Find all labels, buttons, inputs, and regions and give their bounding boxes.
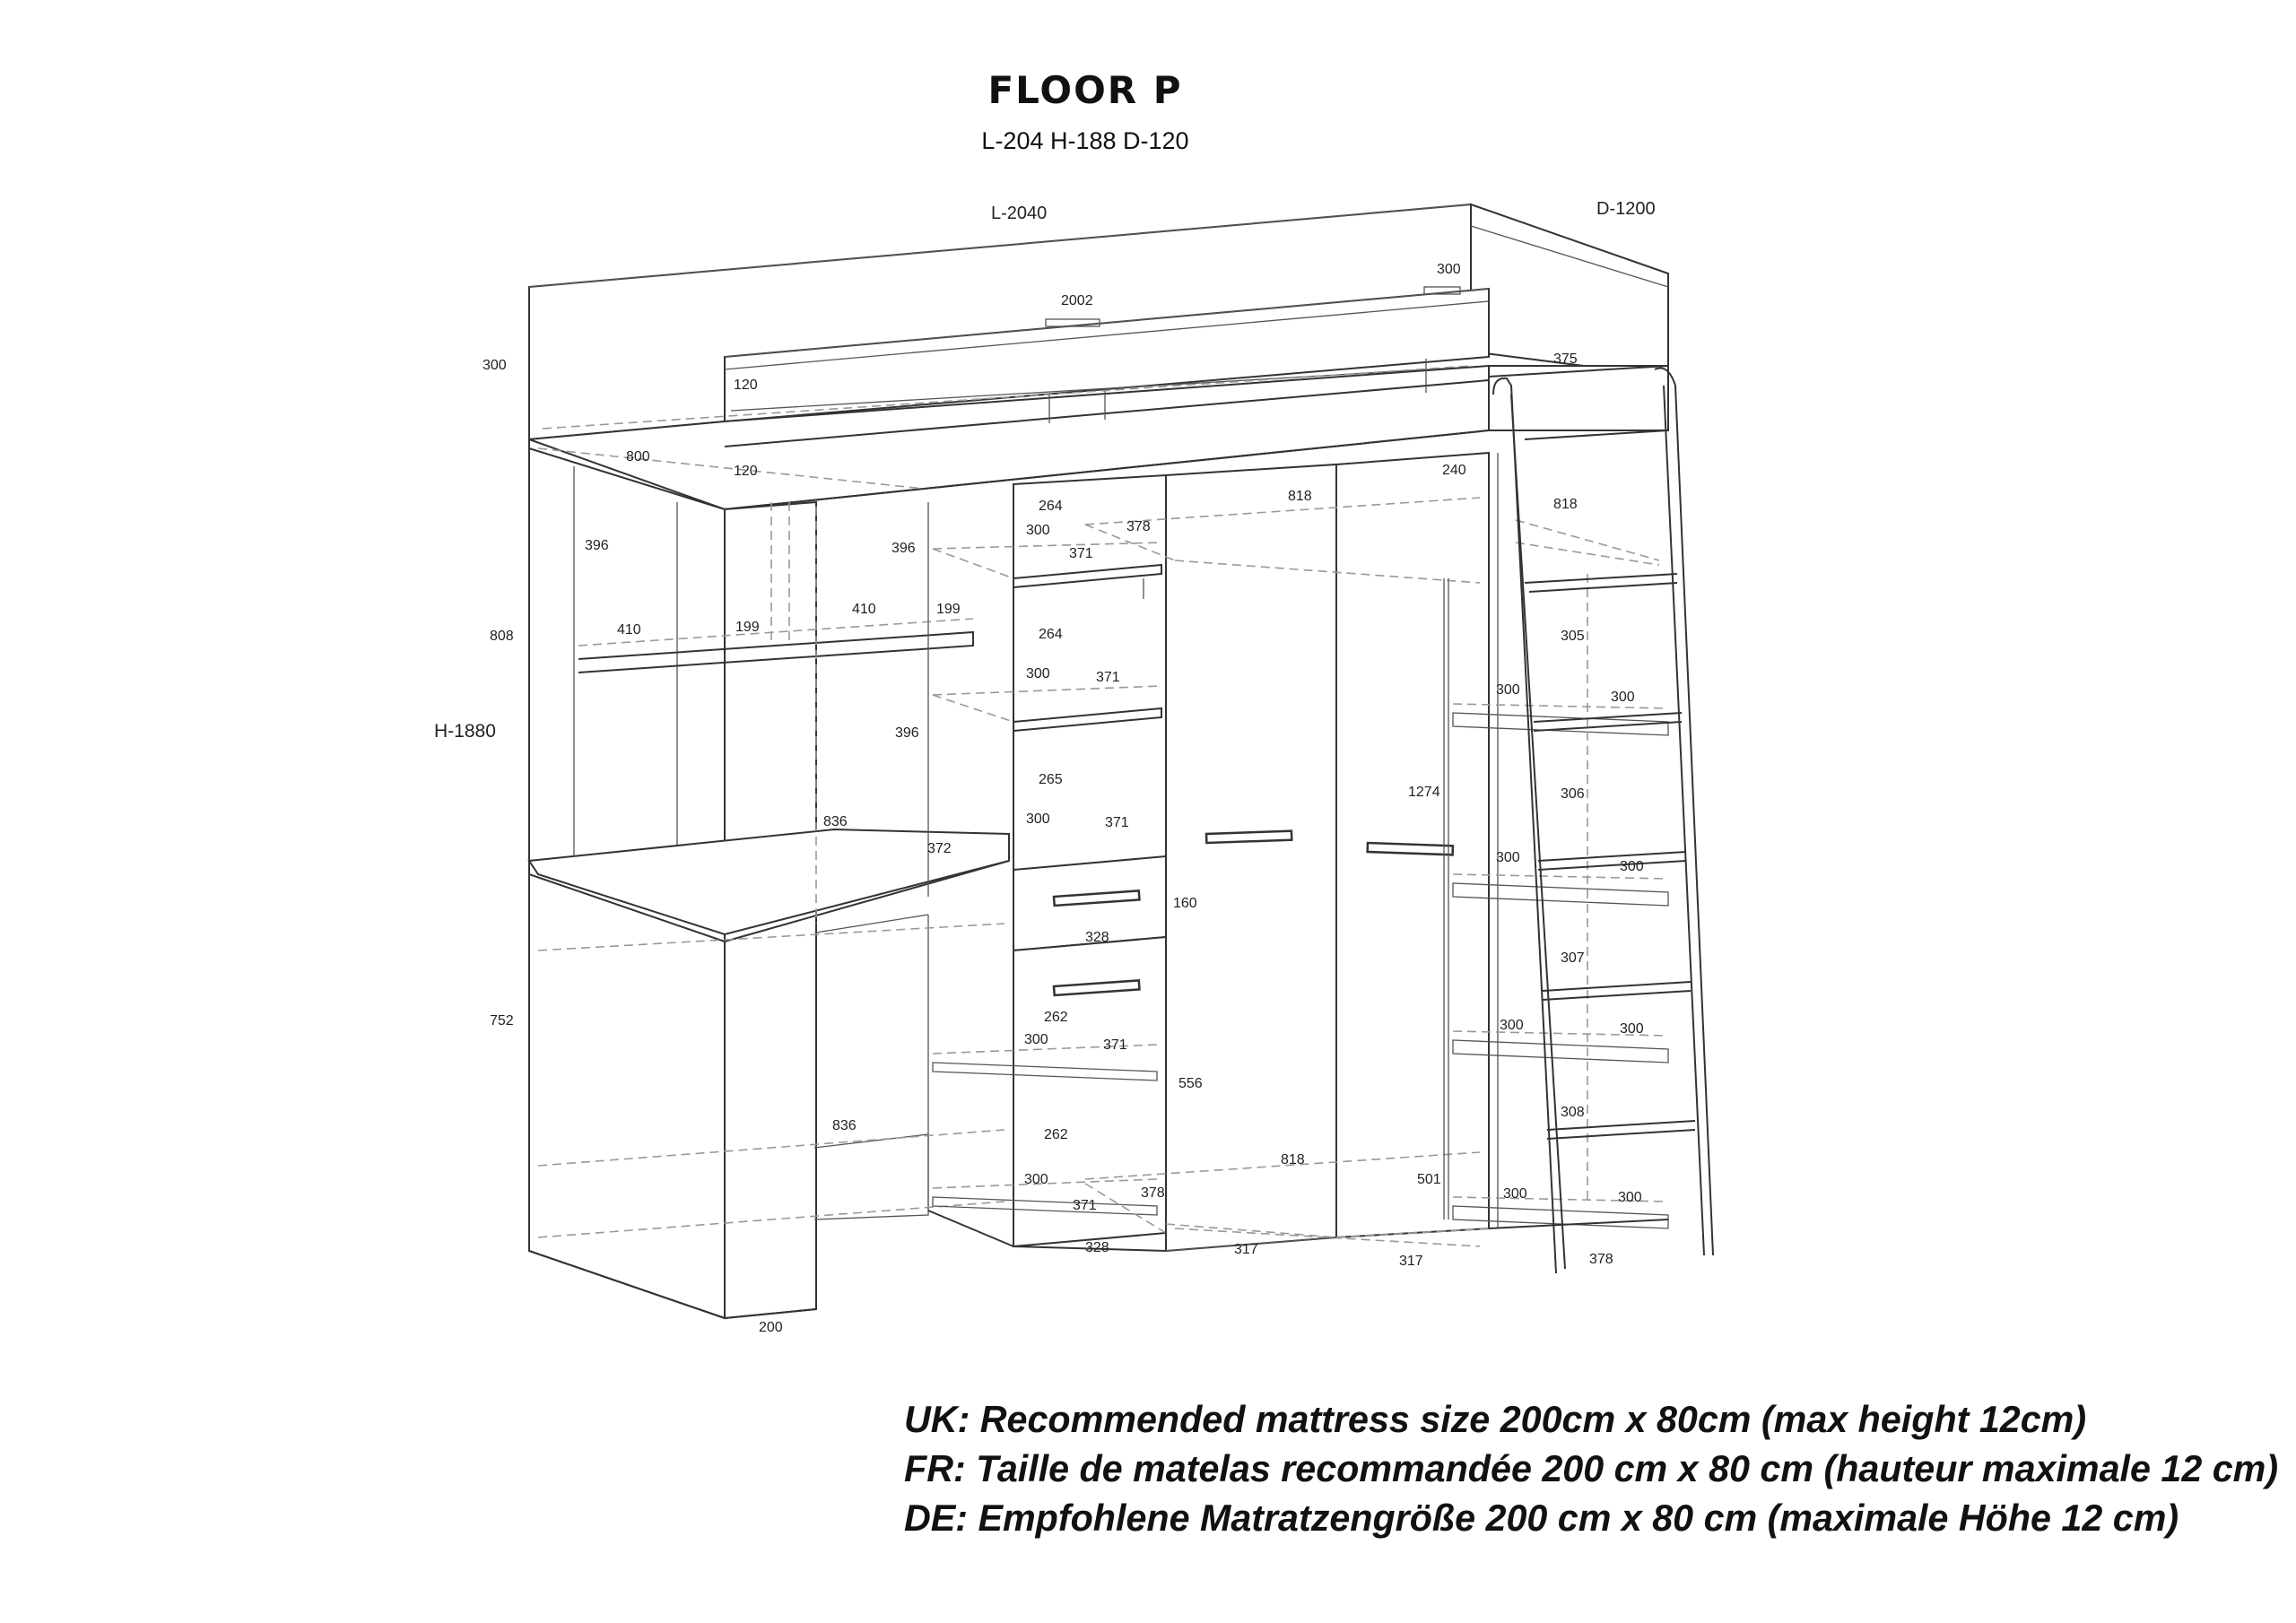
dim-label: 371 xyxy=(1096,670,1120,685)
dim-label: 300 xyxy=(1024,1172,1048,1187)
shelf-1 xyxy=(1013,563,1162,589)
door-handle-right xyxy=(1366,841,1455,856)
dim-label: 300 xyxy=(1500,1018,1524,1033)
dim-label: 308 xyxy=(1561,1105,1585,1120)
dim-label: 808 xyxy=(490,629,514,644)
dim-label: 317 xyxy=(1234,1242,1258,1257)
dim-label: 818 xyxy=(1288,489,1312,504)
wardrobe-unit xyxy=(1084,451,1490,1253)
dim-label: 396 xyxy=(895,725,919,741)
dim-label: 372 xyxy=(927,841,952,856)
dim-overall-height: H-1880 xyxy=(434,721,496,742)
dim-label: 264 xyxy=(1039,627,1063,642)
dim-label: 371 xyxy=(1105,815,1129,830)
dim-overall-depth: D-1200 xyxy=(1596,199,1656,219)
dim-label: 300 xyxy=(1437,262,1461,277)
dim-label: 240 xyxy=(1442,463,1466,478)
dim-label: 300 xyxy=(1026,523,1050,538)
dim-label: 371 xyxy=(1069,546,1093,561)
dim-label: 265 xyxy=(1039,772,1063,787)
dim-label: 2002 xyxy=(1061,293,1093,308)
dim-label: 300 xyxy=(1611,690,1635,705)
dim-label: 120 xyxy=(734,378,758,393)
dim-label: 501 xyxy=(1417,1172,1441,1187)
shelf-2 xyxy=(1013,707,1162,733)
left-desk-unit xyxy=(527,447,1010,1320)
dim-label: 200 xyxy=(759,1320,783,1335)
dim-label: 262 xyxy=(1044,1010,1068,1025)
dim-label: 410 xyxy=(852,602,876,617)
ladder-right-rail xyxy=(1654,367,1714,1256)
dim-label: 300 xyxy=(1620,1021,1644,1037)
dim-label: 300 xyxy=(1026,812,1050,827)
dim-label: 371 xyxy=(1103,1037,1127,1053)
ladder-left-rail xyxy=(1492,377,1557,1274)
dim-label: 371 xyxy=(1073,1198,1097,1213)
dim-label: 556 xyxy=(1178,1076,1203,1091)
dim-label: 375 xyxy=(1553,352,1578,367)
door-handle-left xyxy=(1052,979,1141,997)
dim-label: 836 xyxy=(832,1118,857,1133)
dim-label: 300 xyxy=(1024,1032,1048,1047)
dim-label: 300 xyxy=(1496,850,1520,865)
rail-slot-right xyxy=(1423,286,1461,295)
page-subtitle: L-204 H-188 D-120 xyxy=(981,127,1189,154)
wardrobe-left-door xyxy=(1165,463,1337,1253)
dim-label: 300 xyxy=(1503,1186,1527,1202)
note-uk: UK: Recommended mattress size 200cm x 80… xyxy=(904,1398,2087,1440)
dim-label: 1274 xyxy=(1408,785,1440,800)
bed-top-frame xyxy=(528,203,1669,511)
rail-slot xyxy=(1045,318,1100,327)
note-de: DE: Empfohlene Matratzengröße 200 cm x 8… xyxy=(904,1497,2179,1539)
dim-label: 836 xyxy=(823,814,848,829)
mattress-notes: UK: Recommended mattress size 200cm x 80… xyxy=(904,1394,2279,1542)
dim-label: 300 xyxy=(1496,682,1520,698)
base-lines xyxy=(528,1210,1669,1319)
dim-label: 306 xyxy=(1561,786,1585,802)
dim-label: 378 xyxy=(1126,519,1151,534)
dim-label: 120 xyxy=(734,464,758,479)
dim-label: 160 xyxy=(1173,896,1197,911)
ladder xyxy=(1492,367,1714,1274)
dim-label: 300 xyxy=(1620,859,1644,874)
dim-label: 800 xyxy=(626,449,650,464)
dim-label: 199 xyxy=(735,620,760,635)
dim-label: 410 xyxy=(617,622,641,638)
dim-label: 262 xyxy=(1044,1127,1068,1142)
dim-label: 818 xyxy=(1553,497,1578,512)
page-title: FLOOR P xyxy=(987,68,1183,112)
dim-label: 199 xyxy=(936,602,961,617)
note-fr: FR: Taille de matelas recommandée 200 cm… xyxy=(904,1447,2279,1489)
dim-label: 396 xyxy=(585,538,609,553)
dim-label: 378 xyxy=(1141,1185,1165,1201)
dim-overall-length: L-2040 xyxy=(991,204,1047,223)
drawer-handle xyxy=(1052,890,1141,907)
dim-label: 305 xyxy=(1561,629,1585,644)
dim-label: 300 xyxy=(483,358,507,373)
dim-label: 317 xyxy=(1399,1254,1423,1269)
dim-label: 818 xyxy=(1281,1152,1305,1167)
dim-label: 328 xyxy=(1085,930,1109,945)
middle-shelf-unit xyxy=(927,473,1167,1253)
dim-label: 378 xyxy=(1589,1252,1613,1267)
dim-label: 264 xyxy=(1039,499,1063,514)
dim-label: 300 xyxy=(1026,666,1050,681)
dim-label: 396 xyxy=(891,541,916,556)
dim-label: 752 xyxy=(490,1013,514,1028)
dim-label: 300 xyxy=(1618,1190,1642,1205)
door-handle-middle xyxy=(1205,829,1293,845)
dim-label: 307 xyxy=(1561,950,1585,966)
dim-label: 328 xyxy=(1085,1240,1109,1255)
